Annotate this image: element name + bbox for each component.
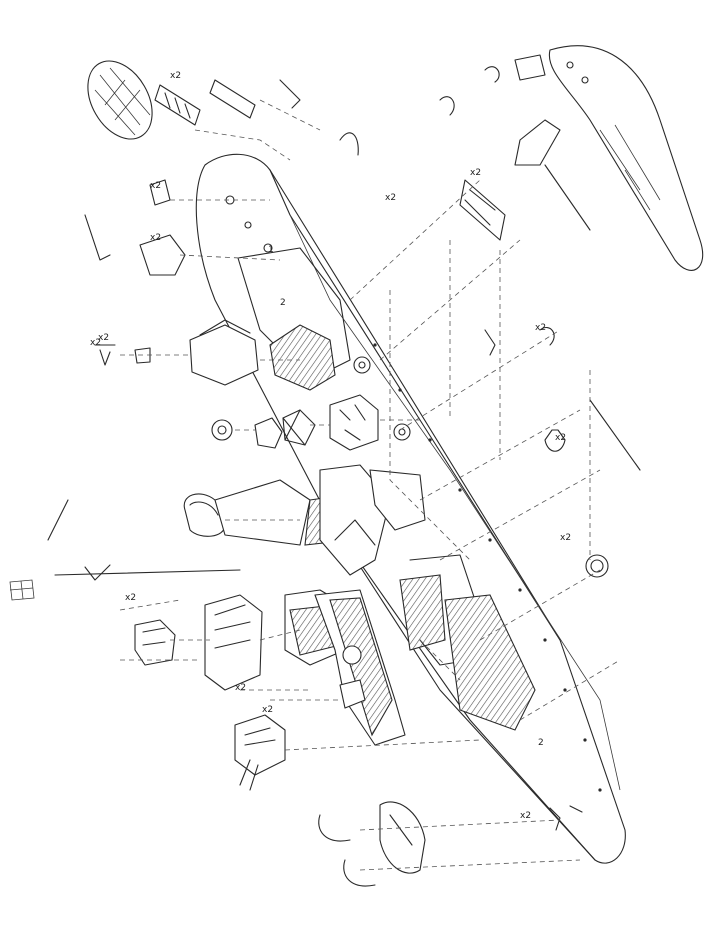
part-label: x2 [98, 333, 109, 343]
part-label: x2 [385, 193, 396, 203]
part-label: x2 [560, 533, 571, 543]
forward-turret [189, 319, 336, 391]
part-label: x2 [150, 233, 161, 243]
part-label: x2 [90, 338, 101, 348]
stern-plate [548, 45, 704, 271]
part-label: x2 [262, 705, 273, 715]
part-label: x2 [470, 168, 481, 178]
assembly-leaders [119, 99, 621, 871]
small-parts-top [84, 79, 359, 366]
part-labels: 1 2 x2 x2 x2 x2 x2 x2 x2 x2 x2 x2 x2 x2 … [90, 71, 571, 821]
aft-superstructure [284, 589, 406, 746]
part-label: x2 [170, 71, 181, 81]
part-label: 2 [538, 738, 544, 748]
propeller-parts [439, 54, 641, 578]
part-label: x2 [150, 181, 161, 191]
part-label: x2 [555, 433, 566, 443]
midship-deckhouse [399, 554, 536, 731]
part-label: 2 [280, 298, 286, 308]
funnel-assembly [183, 464, 426, 576]
mast-assembly [9, 499, 241, 601]
part-label: x2 [520, 811, 531, 821]
portholes [373, 343, 602, 792]
aft-turret [234, 714, 286, 791]
bridge-block [211, 394, 379, 451]
radar-dish [87, 60, 153, 140]
bridge-tower [134, 594, 263, 691]
rudder-parts [318, 801, 583, 887]
part-label: x2 [535, 323, 546, 333]
part-label: 1 [268, 245, 274, 255]
part-label: x2 [125, 593, 136, 603]
part-label: x2 [235, 683, 246, 693]
